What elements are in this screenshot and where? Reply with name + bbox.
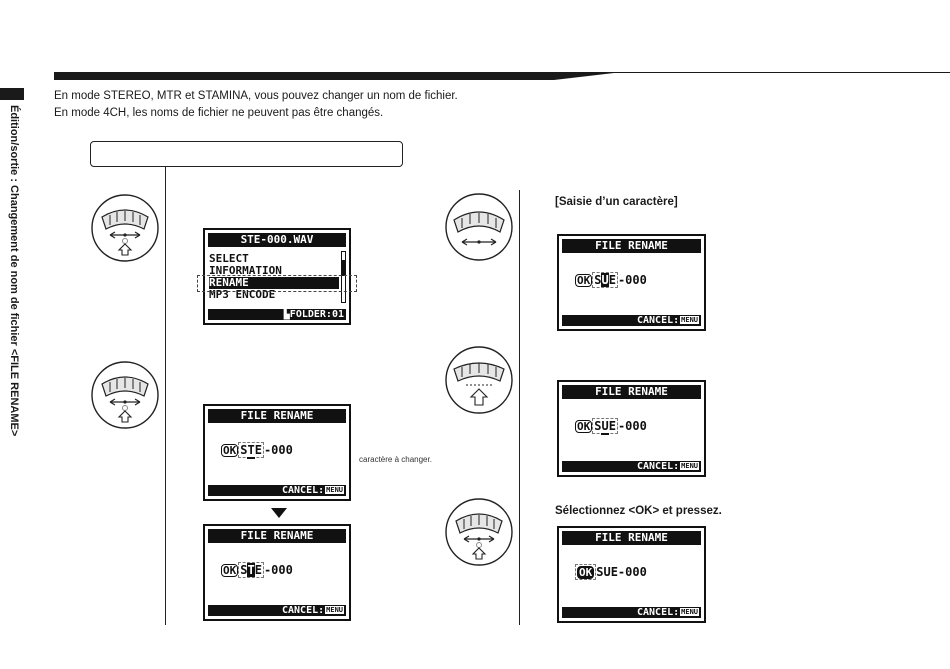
step-title-box	[90, 141, 403, 167]
file-menu-screen: STE-000.WAV SELECT INFORMATION RENAME MP…	[203, 228, 351, 325]
caption-char-to-change: caractère à changer.	[359, 455, 432, 464]
ok-frame: OK	[575, 564, 597, 580]
rename-footer: CANCEL:MENU	[562, 461, 701, 472]
rename-title: FILE RENAME	[562, 531, 701, 545]
cursor-char: U	[601, 273, 609, 287]
wheel-press-icon	[445, 346, 513, 414]
column-divider-right	[519, 190, 520, 625]
side-section-title: Édition/sortie : Changement de nom de fi…	[8, 105, 20, 437]
rename-title: FILE RENAME	[208, 409, 346, 423]
cursor-char: T	[247, 443, 255, 459]
menu-scrollbar	[341, 251, 346, 303]
column-divider-left	[165, 167, 166, 625]
file-menu-title: STE-000.WAV	[208, 233, 346, 247]
cursor-char: U	[601, 419, 609, 435]
file-name-frame: STE	[238, 562, 264, 578]
rename-footer: CANCEL:MENU	[562, 607, 701, 618]
menu-key-label: MENU	[325, 606, 344, 614]
select-ok-label: Sélectionnez <OK> et pressez.	[555, 505, 722, 517]
ok-button: OK	[221, 444, 239, 457]
rename-title: FILE RENAME	[562, 385, 701, 399]
ok-button: OK	[575, 420, 593, 433]
wheel-scroll-icon	[445, 193, 513, 261]
selection-highlight-frame	[197, 275, 357, 292]
rename-title: FILE RENAME	[562, 239, 701, 253]
wheel-scroll-press-icon	[91, 361, 159, 429]
file-name-frame: SUE	[592, 272, 618, 288]
ok-button: OK	[575, 274, 593, 287]
side-tab-marker	[0, 88, 24, 100]
menu-key-label: MENU	[680, 316, 699, 324]
rename-footer: CANCEL:MENU	[208, 485, 346, 496]
menu-item-select: SELECT	[209, 252, 249, 265]
rename-footer: CANCEL:MENU	[208, 605, 346, 616]
char-input-label: [Saisie d’un caractère]	[555, 196, 678, 208]
ok-button: OK	[577, 566, 595, 579]
file-name-frame: STE	[238, 442, 264, 459]
menu-item-rename: RENAME	[209, 277, 339, 289]
intro-line-2: En mode 4CH, les noms de fichier ne peuv…	[54, 107, 384, 119]
header-bar	[54, 72, 950, 80]
file-menu-footer: ▙FOLDER:01	[208, 309, 346, 320]
cursor-char: T	[247, 563, 255, 577]
menu-item-information: INFORMATION	[209, 264, 282, 277]
intro-line-1: En mode STEREO, MTR et STAMINA, vous pou…	[54, 90, 458, 102]
down-arrow-icon	[271, 508, 287, 518]
menu-key-label: MENU	[680, 608, 699, 616]
menu-key-label: MENU	[325, 486, 344, 494]
file-name-frame: SUE	[592, 418, 618, 435]
intro-text: En mode STEREO, MTR et STAMINA, vous pou…	[54, 88, 458, 122]
wheel-scroll-press-icon	[91, 194, 159, 262]
rename-footer: CANCEL:MENU	[562, 315, 701, 326]
ok-button: OK	[221, 564, 239, 577]
rename-title: FILE RENAME	[208, 529, 346, 543]
menu-key-label: MENU	[680, 462, 699, 470]
wheel-scroll-press-icon	[445, 498, 513, 566]
